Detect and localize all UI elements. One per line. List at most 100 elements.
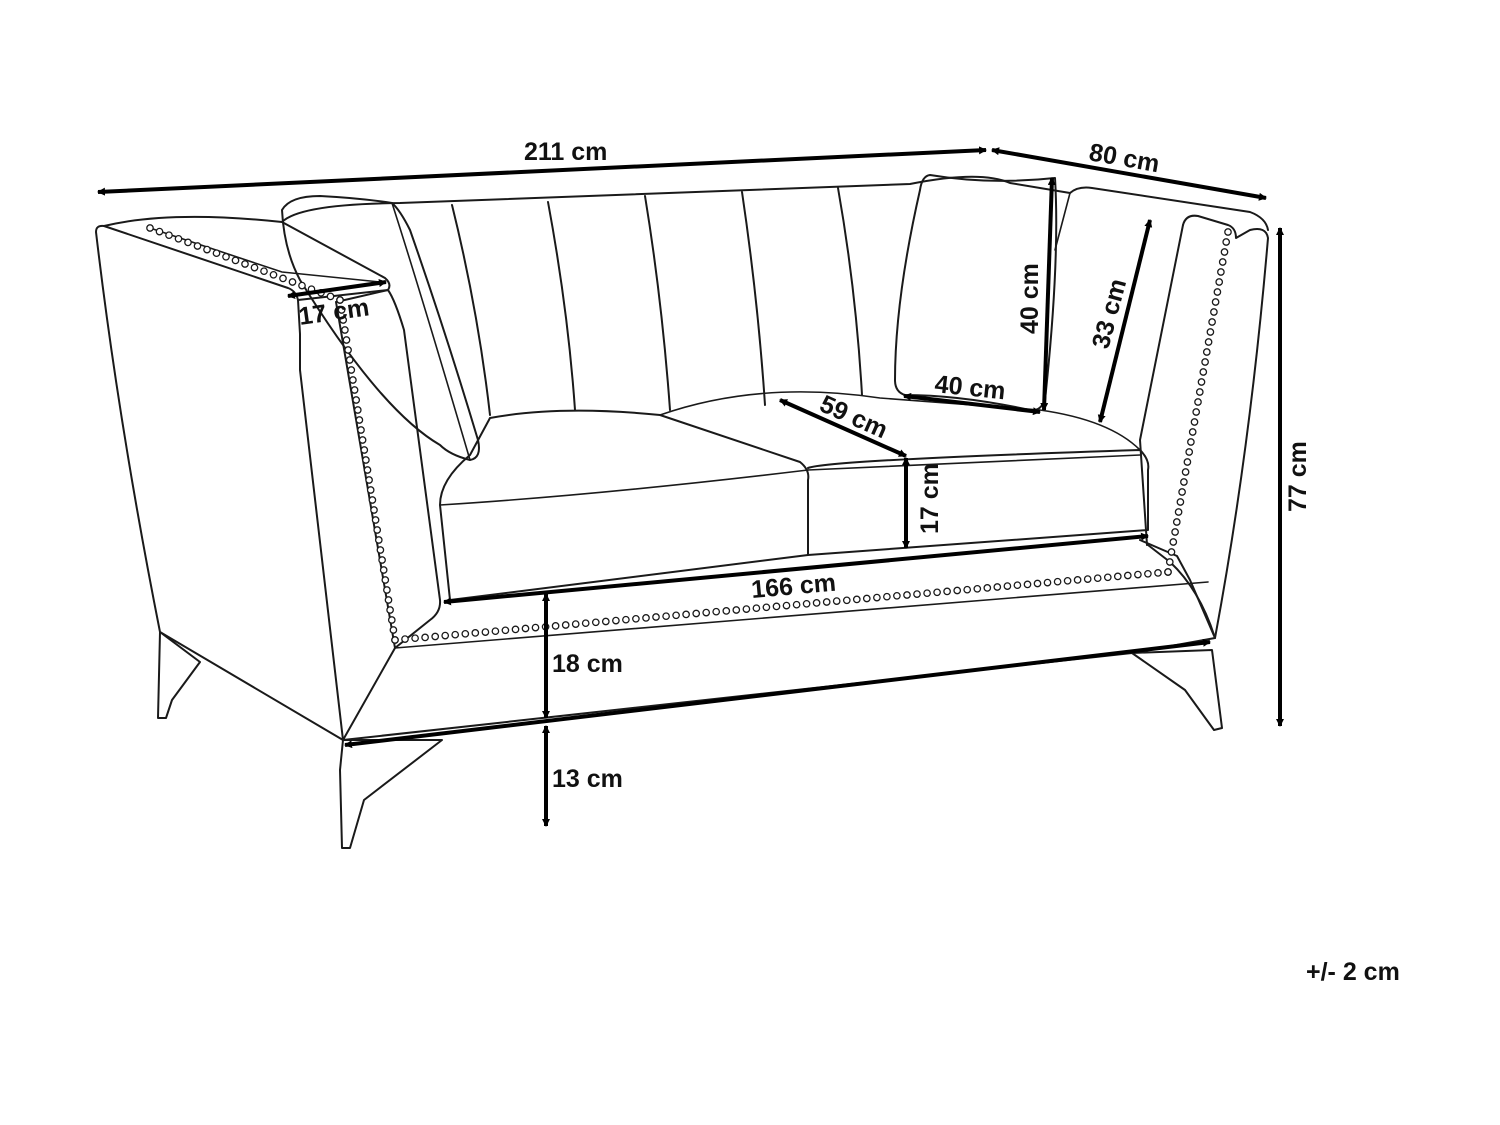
stud [973,584,982,593]
stud [812,599,821,607]
left-arm-top [103,215,391,301]
stud [1083,575,1092,583]
stud [1217,268,1225,276]
stud [1043,578,1052,587]
stud [1171,528,1179,536]
sofa-drawing [95,174,1269,849]
stud [551,622,560,630]
stud [231,256,240,265]
stud [682,610,690,619]
stud [1164,568,1172,576]
stud [298,281,306,290]
stud [903,591,911,599]
stud [269,270,278,279]
cushion-height-arrow [1040,177,1056,411]
stud [1174,508,1183,516]
stud [1023,580,1032,589]
stud [1188,428,1197,436]
stud [832,597,841,605]
stud [370,506,378,514]
stud [1201,358,1209,366]
stud [389,626,398,634]
stud [1134,570,1142,579]
stud [250,263,259,272]
stud [1192,408,1201,416]
stud [481,628,490,636]
stud [344,346,352,354]
stud [1063,576,1072,585]
stud [1176,498,1185,506]
stud [612,616,620,625]
stud [601,617,610,626]
stud [431,632,440,641]
seat-depth-arrow [779,398,907,458]
stud [1093,574,1102,583]
stud [923,589,931,598]
stud [368,496,377,504]
stud [983,584,992,592]
stud [441,631,450,640]
stud [411,634,419,643]
label-depth: 80 cm [1087,138,1162,178]
stud [521,624,530,633]
stud [241,260,249,268]
stud [591,618,600,627]
stud [1183,458,1192,466]
stud [1206,328,1215,336]
stud [622,615,630,624]
stud [752,604,761,613]
stud [953,586,962,595]
stud [337,306,346,314]
seat-width-arrow [443,532,1149,606]
stud [1194,398,1202,406]
stud [1167,548,1176,556]
stud [1144,569,1152,578]
stud [374,536,383,544]
stud [1033,579,1042,588]
stud [772,602,781,611]
stud [571,620,580,628]
stud [1208,318,1216,326]
stud [360,446,369,454]
stud [883,592,891,601]
stud [451,630,460,639]
stud [511,625,520,634]
stud [1165,558,1174,566]
stud [782,601,791,610]
stud [873,593,881,602]
stud [383,586,391,594]
stud [561,621,570,629]
stud [461,629,470,638]
label-total-height: 77 cm [1284,441,1312,512]
stud [421,633,429,642]
stud [822,598,831,606]
stud [347,366,356,374]
stud [1113,572,1122,581]
backrest-height-arrow [1097,219,1153,423]
stud [732,606,741,614]
left-arm-inner [335,289,442,649]
stud [222,252,230,261]
leg-back-left [157,631,201,719]
stud [193,242,202,250]
stud [358,436,367,444]
label-total-width: 211 cm [524,138,607,166]
stud [1187,438,1195,446]
stud [1154,569,1162,577]
stud [501,626,510,635]
stud [349,376,357,384]
right-arm [1139,214,1269,639]
stud [642,614,650,622]
label-seat-cushion-height: 17 cm [916,463,944,534]
label-cushion-height: 40 cm [1016,263,1044,334]
stud [1199,368,1208,376]
stud [471,629,480,637]
stud [842,596,851,605]
stud [1197,378,1206,386]
stud [862,594,871,603]
stud [1204,338,1213,346]
stud [352,396,361,404]
stud [742,605,751,613]
stud [386,606,394,614]
